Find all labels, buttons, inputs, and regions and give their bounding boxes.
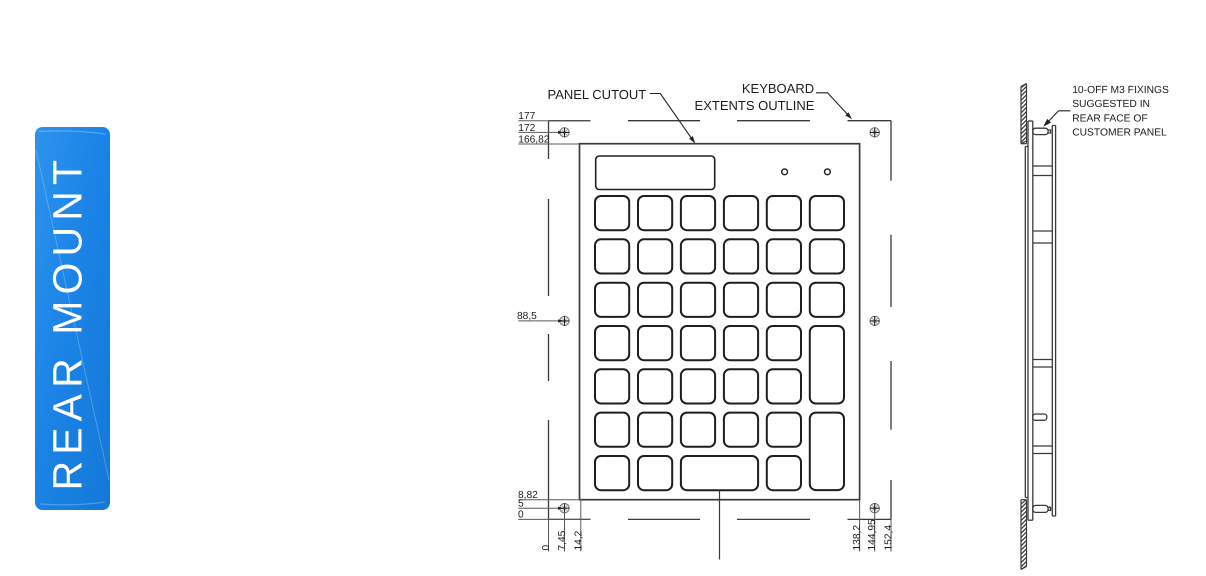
svg-text:0: 0 (518, 510, 524, 521)
svg-text:88,5: 88,5 (517, 311, 537, 322)
svg-text:REAR FACE OF: REAR FACE OF (1072, 113, 1148, 124)
svg-text:REAR MOUNT: REAR MOUNT (45, 154, 91, 491)
svg-text:177: 177 (518, 111, 535, 122)
svg-text:10-OFF M3 FIXINGS: 10-OFF M3 FIXINGS (1072, 85, 1169, 96)
svg-text:CUSTOMER PANEL: CUSTOMER PANEL (1072, 128, 1167, 139)
svg-text:5: 5 (518, 499, 524, 510)
svg-text:PANEL CUTOUT: PANEL CUTOUT (548, 87, 647, 102)
svg-text:152,4: 152,4 (884, 525, 895, 551)
svg-text:KEYBOARD: KEYBOARD (742, 81, 814, 96)
svg-text:0: 0 (541, 545, 552, 551)
svg-text:144,95: 144,95 (867, 519, 878, 550)
svg-text:EXTENTS OUTLINE: EXTENTS OUTLINE (695, 98, 815, 113)
svg-text:SUGGESTED IN: SUGGESTED IN (1072, 99, 1150, 110)
svg-text:138,2: 138,2 (852, 525, 863, 551)
svg-text:7,45: 7,45 (557, 530, 568, 550)
svg-text:14,2: 14,2 (573, 530, 584, 550)
svg-text:8,82: 8,82 (518, 490, 538, 501)
svg-text:166,82: 166,82 (518, 135, 549, 146)
svg-text:172: 172 (518, 123, 535, 134)
